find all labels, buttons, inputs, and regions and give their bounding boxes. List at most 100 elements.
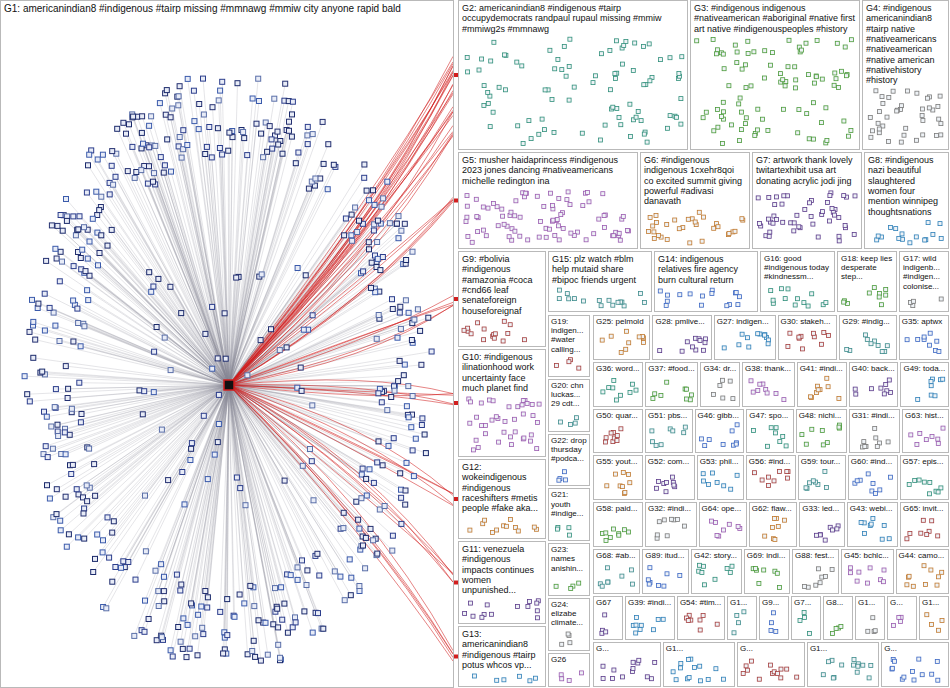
- spoke-line: [87, 385, 229, 485]
- vertex-icon: [769, 63, 773, 67]
- vertex-icon: [280, 151, 285, 156]
- vertex-icon: [612, 234, 616, 238]
- vertex-icon: [920, 114, 924, 118]
- spoke-line: [160, 103, 229, 385]
- vertex-icon: [152, 171, 157, 176]
- vertex-icon: [821, 443, 825, 447]
- vertex-icon: [402, 221, 407, 226]
- spoke-line: [161, 385, 229, 636]
- vertex-icon: [310, 630, 315, 635]
- vertex-icon: [64, 197, 69, 202]
- vertex-icon: [141, 141, 146, 146]
- vertex-icon: [626, 228, 630, 232]
- vertex-icon: [66, 532, 71, 537]
- vertex-icon: [212, 452, 217, 457]
- vertex-icon: [628, 391, 632, 395]
- vertex-icon: [880, 95, 884, 99]
- vertex-icon: [501, 214, 505, 218]
- vertex-icon: [716, 125, 720, 129]
- vertex-icon: [522, 436, 526, 440]
- vertex-icon: [419, 362, 424, 367]
- spoke-line: [166, 115, 229, 385]
- vertex-icon: [827, 334, 831, 338]
- vertex-icon: [656, 480, 660, 484]
- vertex-icon: [720, 378, 724, 382]
- vertex-icon: [502, 430, 506, 434]
- vertex-icon: [926, 96, 930, 100]
- vertex-icon: [591, 81, 595, 85]
- vertex-icon: [528, 600, 532, 604]
- vertex-icon: [484, 234, 488, 238]
- vertex-icon: [176, 103, 181, 108]
- vertex-icon: [686, 217, 690, 221]
- vertex-icon: [318, 176, 323, 181]
- vertex-icon: [688, 398, 692, 402]
- vertex-icon: [223, 356, 228, 361]
- spoke-line: [68, 385, 229, 398]
- vertex-icon: [375, 256, 380, 261]
- vertex-icon: [937, 350, 941, 354]
- vertex-icon: [87, 446, 92, 451]
- vertex-icon: [398, 326, 403, 331]
- vertex-icon: [752, 50, 756, 54]
- vertex-icon: [99, 233, 104, 238]
- vertex-icon: [179, 582, 184, 587]
- vertex-icon: [295, 266, 300, 271]
- vertex-icon: [276, 642, 281, 647]
- vertex-icon: [736, 303, 740, 307]
- vertex-icon: [572, 85, 576, 89]
- vertex-icon: [621, 485, 625, 489]
- vertex-icon: [613, 72, 617, 76]
- bundled-edge: [229, 93, 453, 385]
- vertex-icon: [782, 398, 786, 402]
- vertex-icon: [162, 574, 167, 579]
- vertex-icon: [642, 83, 646, 87]
- vertex-icon: [679, 122, 683, 126]
- vertex-icon: [162, 163, 167, 168]
- vertex-icon: [343, 216, 348, 221]
- vertex-icon: [360, 466, 365, 471]
- vertex-icon: [758, 382, 762, 386]
- vertex-icon: [380, 255, 385, 260]
- vertex-icon: [569, 231, 573, 235]
- vertex-icon: [107, 555, 112, 560]
- vertex-icon: [671, 429, 675, 433]
- vertex-icon: [733, 229, 737, 233]
- vertex-icon: [396, 379, 401, 384]
- vertex-icon: [350, 238, 355, 243]
- vertex-icon: [627, 472, 631, 476]
- vertex-icon: [411, 317, 416, 322]
- spoke-line: [229, 385, 250, 586]
- vertex-icon: [151, 284, 156, 289]
- vertex-icon: [938, 94, 942, 98]
- vertex-icon: [916, 337, 920, 341]
- vertex-icon: [259, 272, 264, 277]
- vertex-icon: [624, 347, 628, 351]
- vertex-icon: [139, 130, 144, 135]
- vertex-icon: [176, 625, 181, 630]
- vertex-icon: [822, 331, 826, 335]
- vertex-icon: [629, 135, 633, 139]
- vertex-icon: [87, 152, 92, 157]
- vertex-icon: [918, 431, 922, 435]
- vertex-icon: [466, 70, 470, 74]
- vertex-icon: [607, 386, 611, 390]
- vertex-icon: [786, 65, 790, 69]
- vertex-icon: [564, 478, 568, 482]
- vertex-icon: [477, 68, 481, 72]
- vertex-icon: [226, 148, 231, 153]
- vertex-icon: [939, 133, 943, 137]
- spoke-line: [145, 385, 229, 496]
- bundled-edge: [229, 385, 453, 395]
- vertex-icon: [568, 423, 572, 427]
- vertex-icon: [555, 527, 559, 531]
- vertex-icon: [375, 460, 380, 465]
- vertex-icon: [90, 216, 95, 221]
- vertex-icon: [551, 219, 555, 223]
- vertex-icon: [93, 556, 98, 561]
- vertex-icon: [252, 604, 257, 609]
- vertex-icon: [719, 114, 723, 118]
- vertex-icon: [507, 405, 511, 409]
- vertex-icon: [621, 471, 625, 475]
- vertex-icon: [394, 221, 399, 226]
